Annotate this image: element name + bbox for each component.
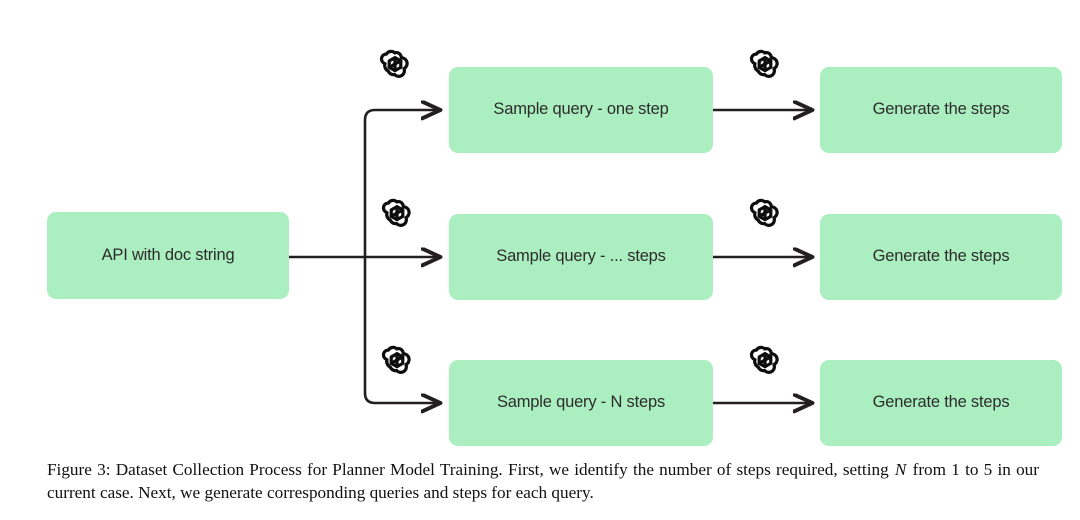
node-label: Generate the steps (872, 393, 1010, 412)
caption-suffix: from 1 to 5 in our current case. Next, w… (47, 460, 1039, 503)
node-label: API with doc string (101, 245, 235, 264)
connector-lines (289, 0, 1080, 460)
node-sample-query-one-step: Sample query - one step (449, 67, 713, 153)
node-api-with-doc-string: API with doc string (47, 212, 289, 299)
node-sample-query-n-dots-steps: Sample query - ... steps (449, 214, 713, 300)
openai-logo-icon (378, 47, 412, 81)
caption-prefix: Figure 3: Dataset Collection Process for… (47, 460, 894, 479)
node-generate-the-steps-2: Generate the steps (820, 214, 1062, 300)
node-generate-the-steps-3: Generate the steps (820, 360, 1062, 446)
node-label: Generate the steps (872, 247, 1010, 266)
node-label: Sample query - one step (493, 100, 669, 119)
node-generate-the-steps-1: Generate the steps (820, 67, 1062, 153)
openai-logo-icon (748, 47, 782, 81)
node-label: Sample query - ... steps (496, 247, 666, 266)
node-sample-query-n-steps: Sample query - N steps (449, 360, 713, 446)
edge-branch-bottom (363, 392, 440, 403)
node-label: Generate the steps (872, 100, 1010, 119)
caption-variable-n: N (894, 460, 907, 479)
openai-logo-icon (748, 343, 782, 377)
openai-logo-icon (380, 196, 414, 230)
openai-logo-icon (380, 343, 414, 377)
node-label: Sample query - N steps (496, 393, 665, 412)
openai-logo-icon (748, 196, 782, 230)
edge-branch-top (363, 110, 440, 120)
figure-caption: Figure 3: Dataset Collection Process for… (47, 458, 1039, 505)
